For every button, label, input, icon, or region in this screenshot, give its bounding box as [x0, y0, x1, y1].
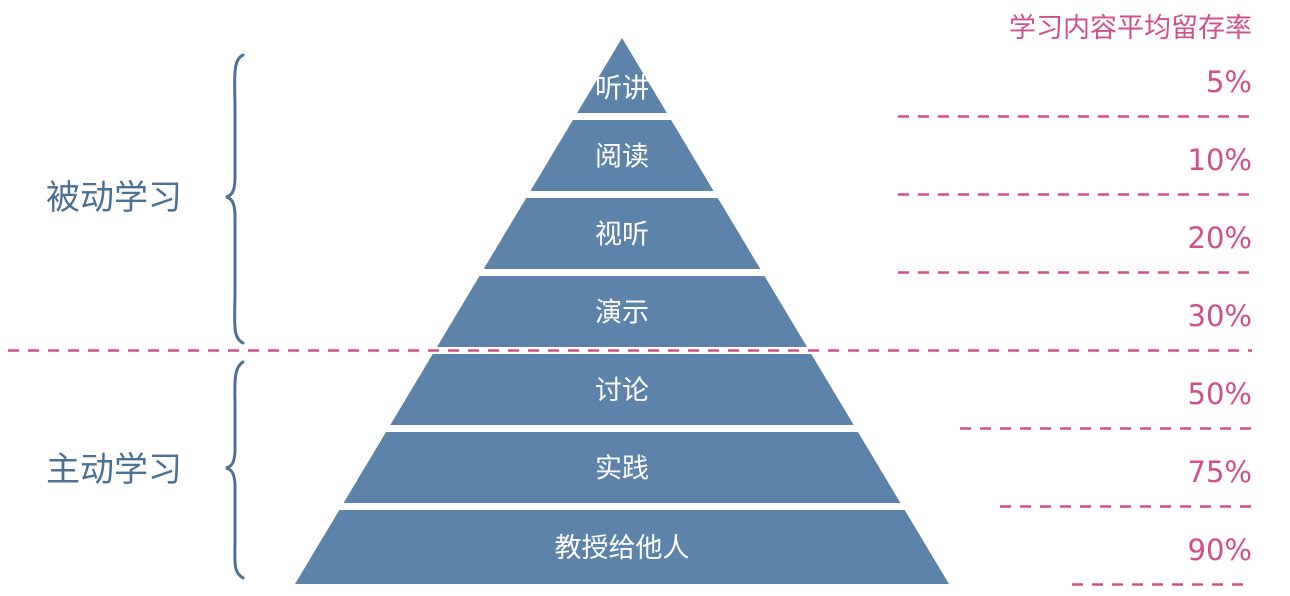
- pyramid-layer-4-label: 演示: [595, 298, 649, 329]
- pyramid-layer-5-label: 讨论: [595, 376, 649, 407]
- active-learning-group: 主动学习: [46, 360, 245, 580]
- pyramid-layer-5: 讨论: [390, 354, 854, 425]
- retention-rates: 5% 10% 20% 30% 50% 75% 90%: [8, 65, 1252, 586]
- rate-header: 学习内容平均留存率: [1009, 13, 1252, 44]
- active-learning-label: 主动学习: [46, 450, 182, 490]
- rate-value-6: 75%: [1188, 455, 1252, 489]
- rate-value-5: 50%: [1188, 377, 1252, 411]
- active-learning-brace-icon: [225, 360, 245, 580]
- pyramid-layer-1-label: 听讲: [595, 74, 649, 105]
- pyramid-layer-2: 阅读: [530, 120, 714, 191]
- passive-learning-label: 被动学习: [46, 178, 182, 218]
- pyramid-layer-3-shape: [483, 198, 761, 269]
- pyramid-layer-1: 听讲: [577, 38, 667, 113]
- pyramid-layer-7-label: 教授给他人: [555, 533, 690, 564]
- pyramid-layer-7: 教授给他人: [295, 510, 949, 584]
- rate-value-3: 20%: [1188, 221, 1252, 255]
- passive-learning-brace-icon: [225, 53, 245, 345]
- rate-value-7: 90%: [1188, 533, 1252, 567]
- rate-value-4: 30%: [1188, 299, 1252, 333]
- passive-learning-group: 被动学习: [46, 53, 245, 345]
- rate-value-2: 10%: [1188, 143, 1252, 177]
- pyramid-layer-7-shape: [295, 510, 949, 584]
- pyramid-layer-3-label: 视听: [595, 220, 649, 251]
- pyramid-layer-6-label: 实践: [595, 454, 649, 485]
- pyramid-layer-4: 演示: [436, 276, 808, 347]
- pyramid-layer-3: 视听: [483, 198, 761, 269]
- pyramid-layer-6-shape: [343, 432, 901, 503]
- rate-value-1: 5%: [1206, 65, 1252, 99]
- pyramid-layer-2-label: 阅读: [595, 142, 649, 173]
- pyramid-layer-2-shape: [530, 120, 714, 191]
- pyramid-layer-1-shape: [577, 38, 667, 113]
- pyramid-layer-5-shape: [390, 354, 854, 425]
- pyramid-layer-4-shape: [436, 276, 808, 347]
- pyramid-layer-6: 实践: [343, 432, 901, 503]
- pyramid-layers: 听讲 阅读 视听 演示 讨论 实践 教授给他人: [295, 38, 949, 584]
